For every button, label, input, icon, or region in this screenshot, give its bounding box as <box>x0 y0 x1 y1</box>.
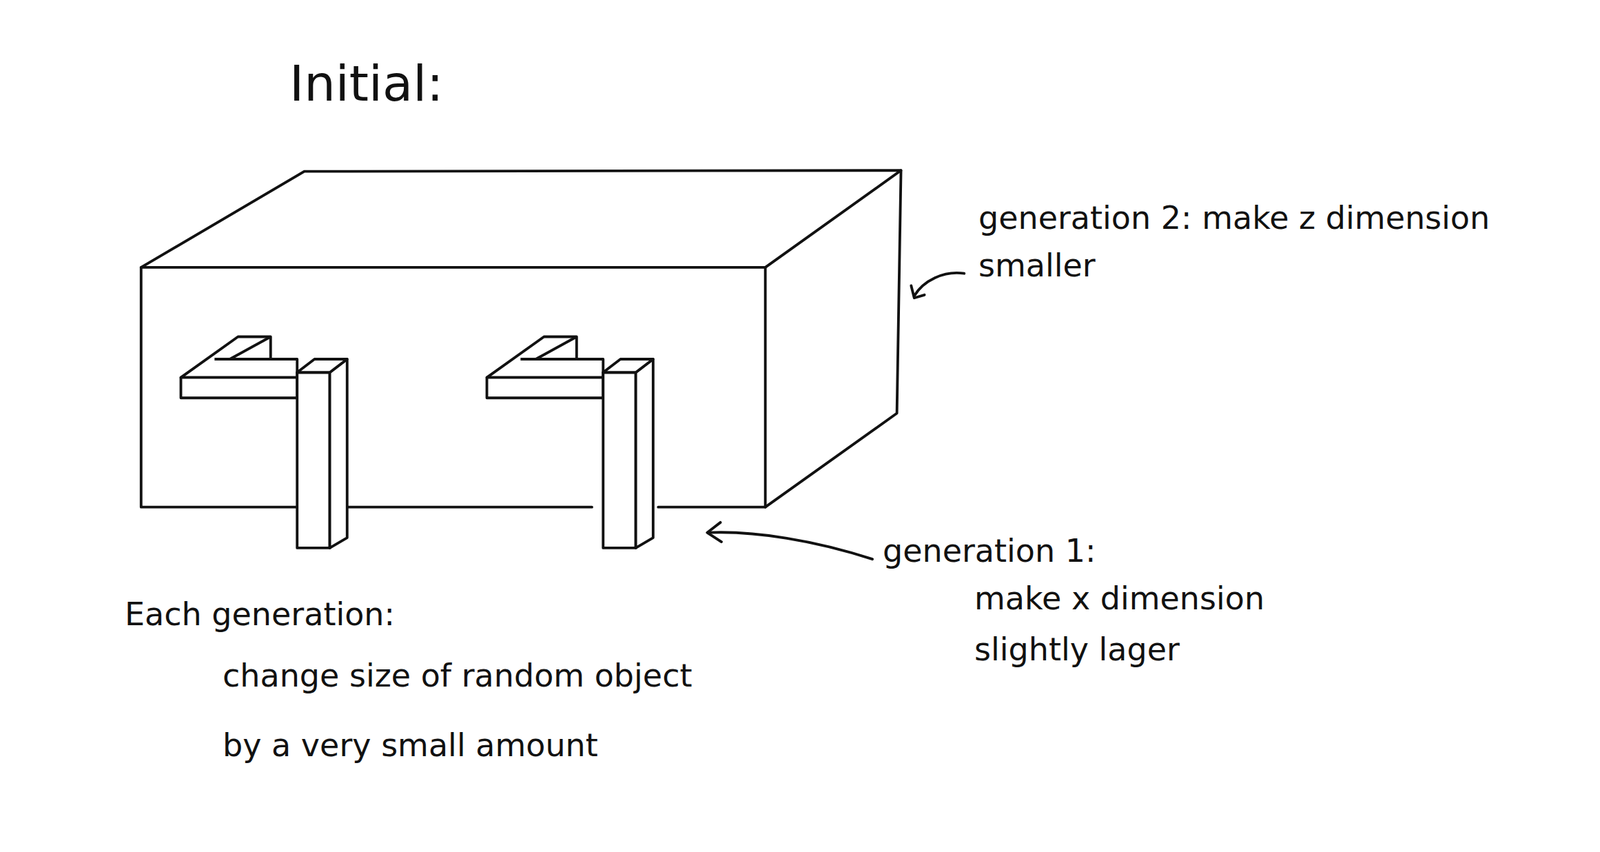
arrow-head <box>706 522 722 542</box>
arrow-head <box>910 285 925 298</box>
callout-note: generation 2: make z dimension smaller <box>978 194 1530 290</box>
note-text: change size of random object by a very s… <box>222 640 719 781</box>
bracket-left <box>180 336 347 548</box>
box-right-face <box>765 170 902 507</box>
callout-heading: generation 1: <box>882 530 1173 572</box>
callout-note: make x dimension slightly lager <box>974 573 1271 675</box>
leader-line <box>914 272 965 296</box>
bracket-right <box>487 336 654 548</box>
leader-line <box>708 531 873 559</box>
sketch-title: Initial: <box>289 53 444 114</box>
note-heading: Each generation: <box>124 593 539 636</box>
box-front-face <box>141 267 766 508</box>
box-top-face <box>141 170 902 268</box>
